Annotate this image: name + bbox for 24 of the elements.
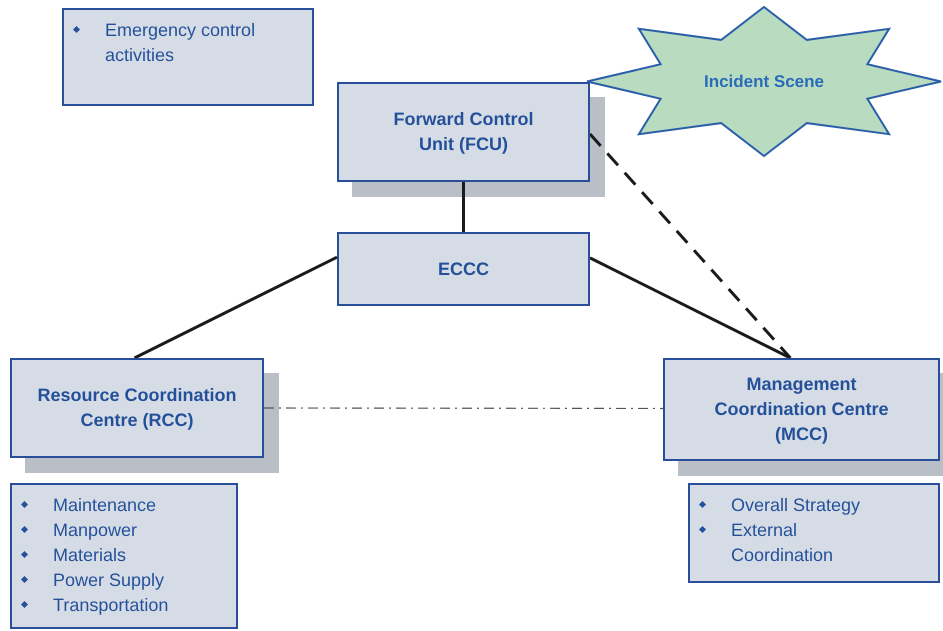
list-item: Maintenance — [53, 494, 156, 517]
node-title: ECCC — [438, 258, 489, 280]
node-title: Incident Scene — [704, 70, 824, 93]
process-box — [337, 232, 590, 306]
process-box — [337, 82, 590, 182]
list-item: Emergency control activities — [105, 19, 256, 67]
connector-line — [588, 133, 792, 359]
process-box — [10, 358, 264, 458]
node-title: Resource Coordination Centre (RCC) — [36, 384, 238, 432]
list-box — [688, 483, 940, 583]
list-item: Overall Strategy — [731, 494, 860, 517]
connector-line — [264, 407, 663, 410]
connector-line — [462, 182, 465, 232]
list-item: Materials — [53, 544, 126, 567]
node-title: Management Coordination Centre (MCC) — [714, 373, 890, 446]
list-item: Power Supply — [53, 569, 164, 592]
list-item: Transportation — [53, 594, 168, 617]
list-item: Manpower — [53, 519, 138, 542]
process-box — [663, 358, 940, 461]
node-title: Forward Control Unit (FCU) — [392, 108, 534, 156]
list-box — [62, 8, 314, 106]
list-item: External Coordination — [731, 519, 834, 567]
list-box — [10, 483, 238, 629]
connector-line — [134, 256, 338, 360]
